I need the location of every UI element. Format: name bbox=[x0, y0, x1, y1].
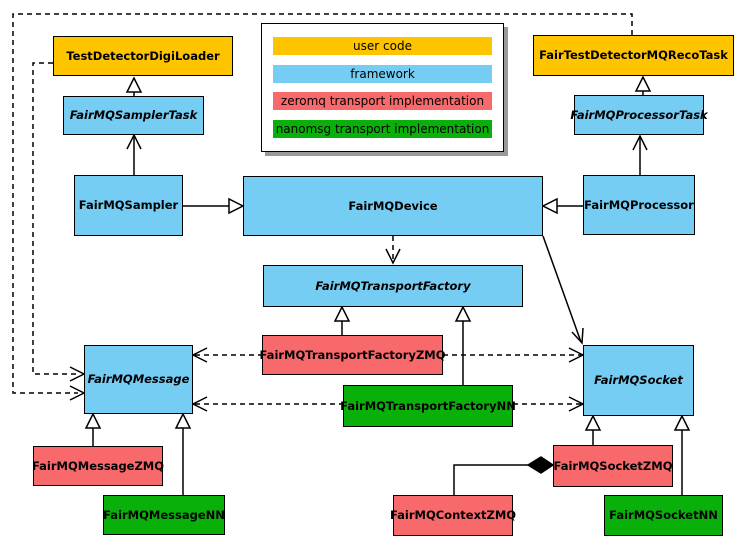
node-fairmq-processor-task: FairMQProcessorTask bbox=[570, 95, 708, 135]
inheritance-arrowheads bbox=[84, 75, 691, 431]
node-fairmq-sampler: FairMQSampler bbox=[74, 175, 183, 236]
legend: user code framework zeromq transport imp… bbox=[261, 23, 504, 152]
legend-item-user-code: user code bbox=[273, 37, 492, 56]
node-fairmq-transport-factory: FairMQTransportFactory bbox=[263, 265, 523, 307]
node-fairmq-context-zmq: FairMQContextZMQ bbox=[390, 495, 516, 536]
open-arrowheads bbox=[69, 133, 648, 412]
node-test-detector-digi-loader: TestDetectorDigiLoader bbox=[53, 36, 233, 76]
node-fairmq-sampler-task: FairMQSamplerTask bbox=[63, 96, 204, 135]
node-fairmq-message-zmq: FairMQMessageZMQ bbox=[32, 446, 164, 486]
legend-item-nanomsg: nanomsg transport implementation bbox=[273, 119, 492, 138]
solid-edges bbox=[92, 90, 683, 495]
node-fair-test-detector-mq-reco-task: FairTestDetectorMQRecoTask bbox=[533, 35, 734, 76]
node-fairmq-message: FairMQMessage bbox=[84, 345, 193, 414]
legend-item-zeromq: zeromq transport implementation bbox=[273, 92, 492, 111]
node-fairmq-message-nn: FairMQMessageNN bbox=[103, 495, 225, 535]
node-fairmq-socket-zmq: FairMQSocketZMQ bbox=[553, 445, 673, 487]
node-fairmq-socket-nn: FairMQSocketNN bbox=[604, 495, 723, 536]
node-fairmq-socket: FairMQSocket bbox=[583, 345, 694, 416]
node-fairmq-processor: FairMQProcessor bbox=[583, 175, 695, 235]
node-fairmq-device: FairMQDevice bbox=[243, 176, 543, 236]
node-fairmq-transport-factory-nn: FairMQTransportFactoryNN bbox=[340, 385, 516, 427]
legend-item-framework: framework bbox=[273, 64, 492, 83]
node-fairmq-transport-factory-zmq: FairMQTransportFactoryZMQ bbox=[260, 335, 446, 375]
dependency-edges bbox=[12, 13, 633, 405]
composition-diamond-icon bbox=[526, 456, 555, 474]
